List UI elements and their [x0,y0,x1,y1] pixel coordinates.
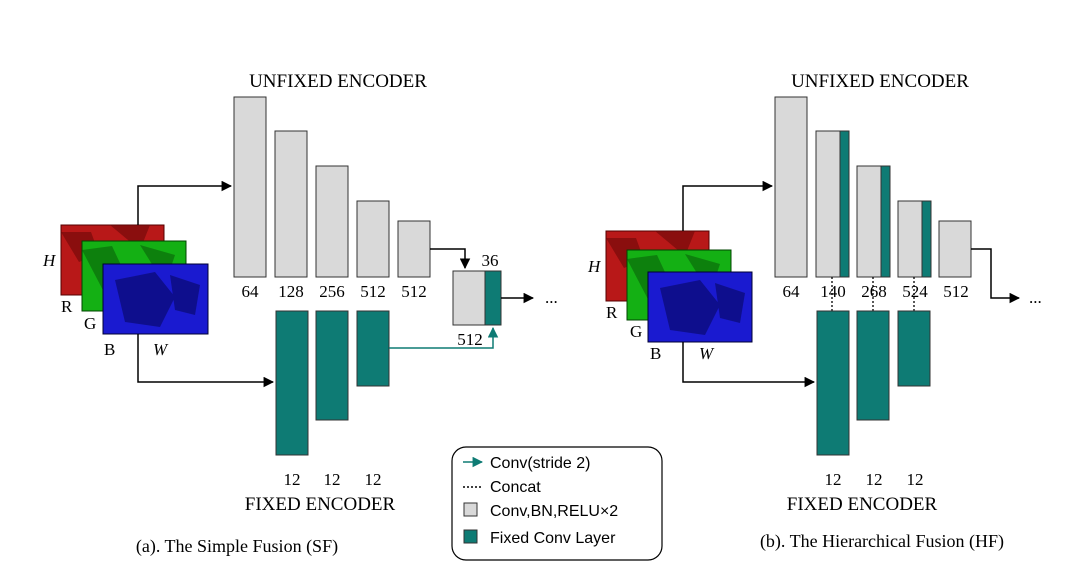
input-to-fixed-arrow [682,342,816,388]
channel-label: 12 [324,470,341,489]
unfixed-block [397,220,431,278]
legend: Conv(stride 2) Concat Conv,BN,RELU×2 Fix… [451,446,663,561]
input-image-stack: H R G B W [587,230,753,363]
unfixed-block [774,96,808,278]
input-to-unfixed-arrow [137,180,233,225]
panel-hierarchical-fusion: UNFIXED ENCODER H R G B W [587,71,1042,552]
fusion-in-label: 512 [457,330,483,349]
output-arrow [971,248,1021,304]
channel-label: 524 [902,282,928,301]
unfixed-encoder-title: UNFIXED ENCODER [249,71,427,92]
channel-label: 268 [861,282,887,301]
channel-label: 12 [284,470,301,489]
channel-label: 12 [866,470,883,489]
concat-lines [831,277,915,311]
input-to-unfixed-arrow [682,180,774,231]
channel-label: 256 [319,282,345,301]
fixed-block [816,310,850,456]
legend-teal-square-icon [463,529,478,544]
unfixed-channel-labels: 64 128 256 512 512 [242,282,427,301]
input-to-fixed-arrow [137,334,275,388]
legend-gray-square-icon [463,502,478,517]
red-label: R [606,303,618,322]
unfixed-block [274,130,308,278]
panel-simple-fusion: UNFIXED ENCODER H R G B W 64 [42,71,558,557]
legend-box [451,446,663,561]
fixed-encoder-blocks [275,310,390,456]
width-label: W [153,340,169,359]
fixed-channel-labels: 12 12 12 [284,470,382,489]
legend-conv-stride: Conv(stride 2) [490,455,590,472]
legend-concat: Concat [490,479,541,496]
green-label: G [630,322,642,341]
legend-fixed-conv: Fixed Conv Layer [490,530,616,547]
concat-strip [839,130,850,278]
red-label: R [61,297,73,316]
legend-conv-bn-relu: Conv,BN,RELU×2 [490,503,618,520]
fixed-block [315,310,349,421]
unfixed-block [815,130,841,278]
channel-label: 12 [825,470,842,489]
blue-label: B [650,344,661,363]
width-label: W [699,344,715,363]
ellipsis: ... [1029,288,1042,307]
caption: (b). The Hierarchical Fusion (HF) [760,531,1004,552]
concat-strip [921,200,932,278]
channel-label: 12 [907,470,924,489]
caption: (a). The Simple Fusion (SF) [136,536,338,557]
unfixed-encoder-title: UNFIXED ENCODER [791,71,969,92]
channel-label: 64 [783,282,801,301]
input-image-stack: H R G B W [42,224,209,359]
concat-strip [880,165,891,278]
fixed-to-fusion-arrow [389,326,499,349]
unfixed-block [856,165,882,278]
fixed-block [356,310,390,387]
ellipsis: ... [545,288,558,307]
unfixed-to-fusion-arrow [430,248,471,270]
channel-label: 512 [943,282,969,301]
fusion-teal-block [484,270,502,326]
fusion-gray-block [452,270,486,326]
fixed-block [897,310,931,387]
unfixed-block [356,200,390,278]
blue-label: B [104,340,115,359]
unfixed-encoder-blocks [774,96,972,278]
unfixed-block [938,220,972,278]
unfixed-block [233,96,267,278]
unfixed-encoder-blocks [233,96,431,278]
height-label: H [587,257,602,276]
channel-label: 128 [278,282,304,301]
fixed-channel-labels: 12 12 12 [825,470,924,489]
channel-label: 64 [242,282,260,301]
fusion-out-label: 36 [482,251,499,270]
unfixed-block [315,165,349,278]
channel-label: 512 [360,282,386,301]
fixed-block [856,310,890,421]
channel-label: 512 [401,282,427,301]
channel-label: 140 [820,282,846,301]
fixed-encoder-title: FIXED ENCODER [787,494,938,515]
fixed-block [275,310,309,456]
unfixed-channel-labels: 64 140 268 524 512 [783,282,969,301]
fixed-encoder-blocks [816,310,931,456]
unfixed-block [897,200,923,278]
channel-label: 12 [365,470,382,489]
height-label: H [42,251,57,270]
fixed-encoder-title: FIXED ENCODER [245,494,396,515]
green-label: G [84,314,96,333]
